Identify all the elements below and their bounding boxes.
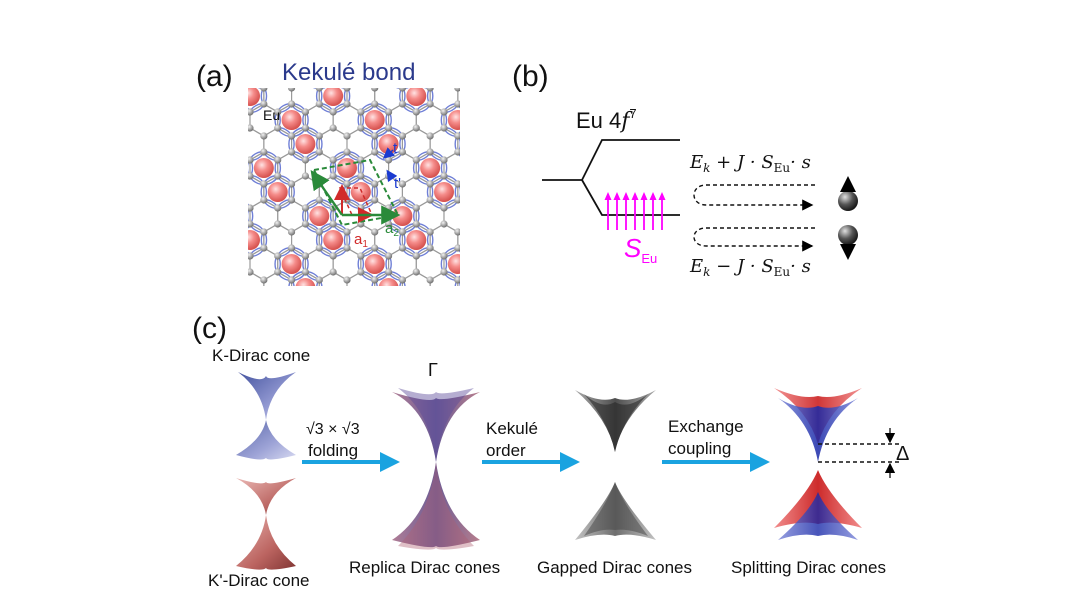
energy-up-formula: Ek + J · SEu· s bbox=[689, 152, 811, 175]
kprime-dirac-cone bbox=[236, 478, 296, 570]
hopping-t-pointer bbox=[382, 147, 396, 159]
spin-arrowhead bbox=[640, 192, 648, 200]
kekule-arrowhead bbox=[560, 452, 580, 472]
eu-atom-label: Eu bbox=[263, 107, 280, 123]
supercell-dashed-outline bbox=[312, 158, 400, 227]
folding-text-2: folding bbox=[308, 441, 358, 460]
panel-a-label: (a) bbox=[196, 60, 233, 93]
exchange-coupling-text-2: coupling bbox=[668, 439, 731, 458]
a1-label: a1 bbox=[354, 231, 368, 250]
spin-arrowhead bbox=[649, 192, 657, 200]
level-splitting-lines bbox=[542, 139, 680, 216]
panel-c: (c) K-Dirac cone K'-Dirac cone √3 × √3 f… bbox=[192, 312, 909, 590]
exchange-arrow-down bbox=[693, 227, 815, 252]
exchange-coupling-text-1: Exchange bbox=[668, 417, 744, 436]
splitting-dirac-cones-label: Splitting Dirac cones bbox=[731, 558, 886, 577]
panel-c-label: (c) bbox=[192, 312, 227, 345]
panel-b-label: (b) bbox=[512, 60, 549, 93]
energy-down-formula: Ek − J · SEu· s bbox=[689, 256, 811, 279]
a2-label: a2 bbox=[385, 220, 399, 239]
spin-arrowhead bbox=[631, 192, 639, 200]
k-dirac-cone bbox=[236, 372, 296, 460]
spin-arrowhead bbox=[658, 192, 666, 200]
hopping-tprime-label: t' bbox=[394, 175, 401, 192]
gapped-dirac-cones bbox=[575, 390, 656, 540]
supercell-vector-1 bbox=[310, 170, 343, 216]
kprime-dirac-cone-label: K'-Dirac cone bbox=[208, 571, 310, 590]
exchange-coupling-arrowhead bbox=[750, 452, 770, 472]
spin-arrowhead bbox=[622, 192, 630, 200]
k-dirac-cone-label: K-Dirac cone bbox=[212, 346, 310, 365]
eu-4f7-label: Eu 4f7 bbox=[576, 106, 637, 134]
eu-spin-arrows bbox=[604, 192, 666, 230]
folding-text-1: √3 × √3 bbox=[306, 421, 360, 438]
electron-spin-down bbox=[838, 225, 858, 245]
panel-a: (a) Kekulé bond Eu t t' a1 a2 bbox=[196, 59, 460, 286]
replica-dirac-cones-label: Replica Dirac cones bbox=[349, 558, 500, 577]
splitting-dirac-cones bbox=[774, 388, 862, 540]
panel-a-title: Kekulé bond bbox=[282, 59, 415, 86]
replica-dirac-cones bbox=[392, 388, 480, 550]
hopping-t-label: t bbox=[393, 140, 398, 157]
kekule-order-text-2: order bbox=[486, 441, 526, 460]
kekule-lattice bbox=[248, 88, 460, 286]
folding-arrowhead bbox=[380, 452, 400, 472]
exchange-arrow-up bbox=[693, 184, 815, 211]
spin-arrowhead bbox=[613, 192, 621, 200]
panel-b: (b) Eu 4f7 SEu Ek + J · SEu· s Ek − J · … bbox=[512, 60, 858, 279]
hopping-tprime-pointer bbox=[386, 169, 398, 183]
s-eu-label: SEu bbox=[624, 233, 657, 266]
gapped-dirac-cones-label: Gapped Dirac cones bbox=[537, 558, 692, 577]
electron-spin-up bbox=[838, 191, 858, 211]
kekule-order-text-1: Kekulé bbox=[486, 419, 538, 438]
gamma-label: Γ bbox=[428, 360, 438, 380]
spin-arrowhead bbox=[604, 192, 612, 200]
delta-label: Δ bbox=[896, 443, 909, 465]
